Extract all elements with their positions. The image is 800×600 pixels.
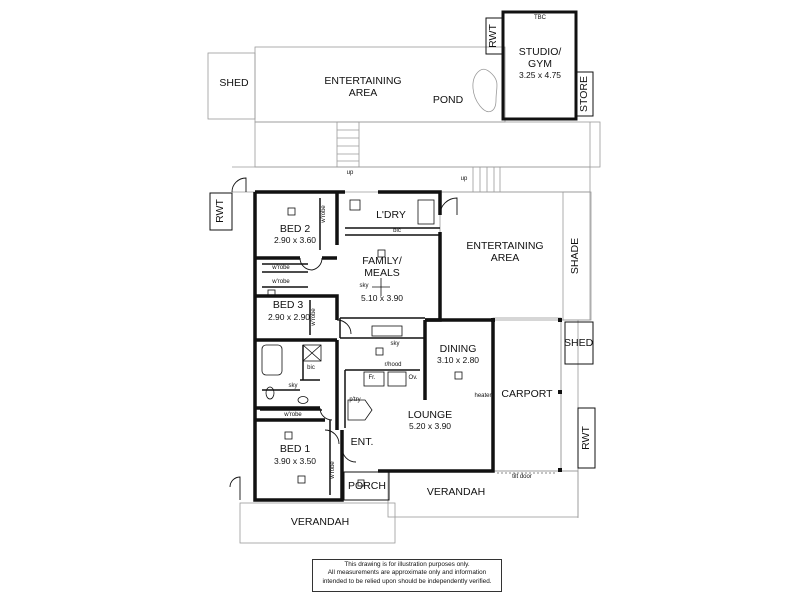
bathtub <box>261 344 283 376</box>
label-pantry: p'try <box>349 397 361 403</box>
porch-box <box>343 471 390 501</box>
room-label-entertaining-right: ENTERTAINING AREA <box>455 240 555 264</box>
room-label-shed-top: SHED <box>219 77 249 89</box>
room-label-family: FAMILY/ MEALS <box>350 255 414 279</box>
room-dim-dining: 3.10 x 2.80 <box>436 355 480 365</box>
label-wrobe-bed1: w'robe <box>330 461 336 479</box>
laundry-tub <box>349 199 361 211</box>
room-label-entertaining-top: ENTERTAINING AREA <box>318 75 408 99</box>
label-sky-bath: sky <box>288 383 298 389</box>
label-rhood: r/hood <box>384 362 402 368</box>
room-label-family-line2: MEALS <box>364 266 400 279</box>
room-label-carport: CARPORT <box>501 388 553 400</box>
room-label-shade: SHADE <box>569 237 581 275</box>
room-dim-family: 5.10 x 3.90 <box>360 293 404 303</box>
label-fridge: Fr. <box>368 375 376 381</box>
house-walls <box>253 190 495 502</box>
room-dim-bed3: 2.90 x 2.90 <box>267 312 311 322</box>
room-label-family-line1: FAMILY/ <box>362 255 402 267</box>
room-label-shed-right: SHED <box>564 337 594 349</box>
cooktop <box>387 371 407 387</box>
room-label-dining: DINING <box>439 343 477 355</box>
room-label-bed2: BED 2 <box>279 223 311 235</box>
tanks-and-stores <box>209 17 596 501</box>
rwt-right-box <box>577 407 596 469</box>
store-box <box>575 71 594 117</box>
disclaimer-box: This drawing is for illustration purpose… <box>312 559 502 592</box>
carport-posts <box>491 318 562 472</box>
room-label-lounge: LOUNGE <box>407 409 453 421</box>
room-label-entertaining-top-line1: ENTERTAINING <box>324 75 402 87</box>
thin-walls <box>260 198 440 495</box>
room-dim-bed2: 2.90 x 3.60 <box>273 235 317 245</box>
room-label-verandah-right: VERANDAH <box>426 486 486 498</box>
room-label-studio-line1: STUDIO/ <box>518 46 562 58</box>
shower <box>302 344 322 362</box>
label-up-2: up <box>460 176 468 182</box>
back-deck-outline <box>254 121 601 168</box>
room-label-rwt-right: RWT <box>580 426 592 450</box>
disclaimer-line-1: This drawing is for illustration purpose… <box>344 561 470 568</box>
label-bic-bath: bic <box>307 365 315 371</box>
pantry-shape <box>347 399 373 421</box>
room-label-laundry: L'DRY <box>376 209 406 221</box>
room-label-bed3: BED 3 <box>272 299 304 311</box>
basin <box>297 396 309 404</box>
room-label-studio-line2: GYM <box>528 57 552 70</box>
fridge <box>363 371 385 387</box>
room-label-store: STORE <box>578 76 590 112</box>
room-label-bed1: BED 1 <box>279 443 311 455</box>
rwt-left-box <box>209 192 233 231</box>
room-label-entertaining-right-line1: ENTERTAINING <box>466 240 544 252</box>
room-label-entry: ENT. <box>350 436 374 448</box>
disclaimer-line-3: intended to be relied upon should be ind… <box>322 577 492 585</box>
studio-walls <box>501 10 578 121</box>
label-tilt-door: tilt door <box>512 474 532 480</box>
label-sky-dining: sky <box>390 341 400 347</box>
room-label-studio: STUDIO/ GYM <box>505 46 575 70</box>
fixtures <box>261 199 435 421</box>
ceiling-fan <box>372 278 390 296</box>
outbuildings <box>501 10 578 121</box>
room-label-porch: PORCH <box>348 480 386 492</box>
steps-top <box>336 121 360 168</box>
door-swings <box>229 177 458 500</box>
label-wrobe-mid-1: w'robe <box>272 265 290 271</box>
label-oven: Ov. <box>408 375 418 381</box>
disclaimer-line-2: All measurements are approximate only an… <box>327 569 487 577</box>
verandah-left-outline <box>239 502 396 544</box>
rwt-top-box <box>485 17 503 55</box>
label-wrobe-bed3: w'robe <box>311 308 317 326</box>
label-wrobe-bed2: w'robe <box>321 205 327 223</box>
shed-top-outline <box>207 52 256 120</box>
label-sky-family: sky <box>359 283 369 289</box>
room-dim-lounge: 5.20 x 3.90 <box>408 421 452 431</box>
laundry-bench <box>417 199 435 225</box>
kitchen-sink <box>371 325 403 337</box>
label-wrobe-mid-2: w'robe <box>272 279 290 285</box>
lights <box>267 207 463 487</box>
label-bic-laundry: bic <box>393 228 401 234</box>
label-tbc: TBC <box>534 15 546 21</box>
room-label-pond: POND <box>432 94 464 106</box>
room-dim-studio: 3.25 x 4.75 <box>518 70 562 80</box>
room-label-rwt-top: RWT <box>487 24 499 48</box>
shed-right-box <box>564 321 594 365</box>
room-dim-bed1: 3.90 x 3.50 <box>273 456 317 466</box>
steps-right <box>472 167 501 192</box>
toilet <box>265 386 275 400</box>
pond-shape <box>472 68 498 113</box>
room-label-verandah-left: VERANDAH <box>290 516 350 528</box>
room-label-rwt-left: RWT <box>214 199 226 223</box>
label-up-1: up <box>346 170 354 176</box>
room-label-entertaining-top-line2: AREA <box>348 86 378 99</box>
room-label-entertaining-right-line2: AREA <box>490 251 520 264</box>
label-heater: heater <box>474 393 492 399</box>
label-wrobe-bath: w'robe <box>284 412 302 418</box>
shade-outline <box>562 191 592 321</box>
